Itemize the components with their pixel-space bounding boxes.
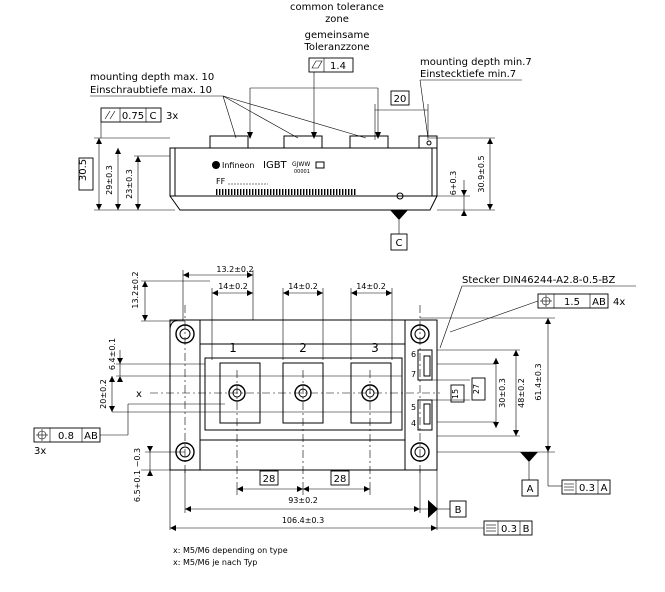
side-view: common tolerance zone gemeinsame Toleran… <box>78 2 532 251</box>
dim-30-5-box <box>78 157 94 191</box>
parallelism-frame: 0.75 C <box>100 107 162 123</box>
pin-5: 5 <box>411 403 416 412</box>
pos-count: 4x <box>613 297 625 308</box>
dim-28-b-box <box>330 470 350 486</box>
flatness-value: 1.4 <box>330 61 346 72</box>
datum-a-triangle <box>520 452 538 462</box>
tolerance-note-en-1: common tolerance <box>290 2 384 13</box>
flat-b-ref: B <box>523 524 530 535</box>
ce-mark-icon <box>315 161 325 169</box>
dim-6-4: 6.4±0.1 <box>108 338 117 370</box>
dim-14-b: 14±0.2 <box>288 282 318 291</box>
depth-min-de: Einstecktiefe min.7 <box>420 69 516 80</box>
brand-logo-icon <box>212 161 220 169</box>
dim-30-5: 30.5 <box>78 159 89 181</box>
depth-max-en: mounting depth max. 10 <box>90 72 214 83</box>
dim-13-2-h: 13.2±0.2 <box>216 265 253 274</box>
position-frame-0-8: 0.8 AB <box>33 427 101 443</box>
datum-c: C <box>396 238 403 249</box>
dim-30-9: 30.9±0.5 <box>477 155 486 192</box>
dim-93: 93±0.2 <box>288 496 318 505</box>
flatness-frame-b: 0.3 B <box>483 520 533 536</box>
flat-a-ref: A <box>601 483 608 494</box>
terminal-3: 3 <box>371 341 379 355</box>
barcode <box>216 189 356 195</box>
hole-pos-ref: AB <box>84 431 98 442</box>
flat-a-value: 0.3 <box>579 483 595 494</box>
hole-count: 3x <box>34 446 46 457</box>
position-frame-1-5: 1.5 AB <box>537 293 609 309</box>
datum-b-triangle <box>428 500 438 518</box>
dim-20-box <box>390 90 410 106</box>
flatness-icon <box>311 60 323 69</box>
tolerance-note-en-2: zone <box>325 14 349 25</box>
dim-61-4: 61.4±0.3 <box>534 363 543 400</box>
dim-27-box <box>471 377 486 401</box>
hole-pos-value: 0.8 <box>58 431 74 442</box>
dim-6: 6+0.3 <box>449 171 458 196</box>
depth-min-en: mounting depth min.7 <box>420 57 532 68</box>
dim-23: 23±0.3 <box>125 169 134 199</box>
dim-13-2-v: 13.2±0.2 <box>131 271 140 308</box>
code-sub-label: 00001 <box>294 169 310 175</box>
dim-14-c: 14±0.2 <box>356 282 386 291</box>
datum-c-triangle <box>390 210 408 220</box>
footnote-de: x: M5/M6 je nach Typ <box>173 558 257 567</box>
dim-20-v: 20±0.2 <box>99 379 108 409</box>
parallel-icon <box>104 110 111 120</box>
dim-28-b: 28 <box>334 474 347 485</box>
pin-7: 7 <box>411 370 416 379</box>
code-label: GJWW <box>292 161 310 168</box>
dim-106-4: 106.4±0.3 <box>282 516 324 525</box>
dim-28-a: 28 <box>263 474 276 485</box>
dim-20-top: 20 <box>394 94 407 105</box>
igbt-label: IGBT <box>263 160 288 171</box>
dim-6-5: 6.5+0.1 −0.3 <box>133 448 142 502</box>
module-plan-body: 1 2 3 6 7 5 4 <box>169 319 438 471</box>
dim-15-box <box>450 384 465 403</box>
pin-4: 4 <box>411 419 416 428</box>
dim-30: 30±0.3 <box>498 378 507 408</box>
dim-29: 29±0.3 <box>105 165 114 195</box>
dim-14-a: 14±0.2 <box>218 282 248 291</box>
tolerance-note-de-2: Toleranzzone <box>303 42 369 53</box>
dim-15: 15 <box>451 389 460 399</box>
terminal-1: 1 <box>229 341 237 355</box>
pos-value: 1.5 <box>564 297 580 308</box>
dim-27: 27 <box>472 384 481 394</box>
flatness-frame: 1.4 <box>308 57 354 73</box>
footnote-en: x: M5/M6 depending on type <box>173 546 288 555</box>
parallel-value: 0.75 <box>122 111 144 122</box>
parallel-count: 3x <box>166 111 178 122</box>
flat-b-value: 0.3 <box>501 524 517 535</box>
flatness-frame-a: 0.3 A <box>561 479 611 495</box>
pos-ref: AB <box>592 297 606 308</box>
datum-c-box <box>390 233 408 251</box>
datum-b-box <box>449 500 467 518</box>
terminal-2: 2 <box>299 341 307 355</box>
datum-b: B <box>455 505 462 516</box>
tolerance-note-de-1: gemeinsame <box>305 30 370 41</box>
depth-max-de: Einschraubtiefe max. 10 <box>90 85 212 96</box>
ff-label: FF <box>216 177 226 186</box>
datum-a-box <box>521 479 539 497</box>
dim-28-a-box <box>259 470 279 486</box>
brand-label: Infineon <box>222 161 254 170</box>
datum-a: A <box>527 484 534 495</box>
parallel-ref: C <box>150 111 157 122</box>
dim-48: 48±0.2 <box>517 378 526 408</box>
module-side-body: Infineon IGBT GJWW 00001 FF <box>169 135 438 211</box>
x-mark: x <box>136 389 142 400</box>
pin-6: 6 <box>411 350 416 359</box>
connector-label: Stecker DIN46244-A2.8-0.5-BZ <box>462 275 615 286</box>
plan-view: 13.2±0.2 13.2±0.2 14±0.2 14±0.2 14±0.2 S… <box>33 265 636 536</box>
